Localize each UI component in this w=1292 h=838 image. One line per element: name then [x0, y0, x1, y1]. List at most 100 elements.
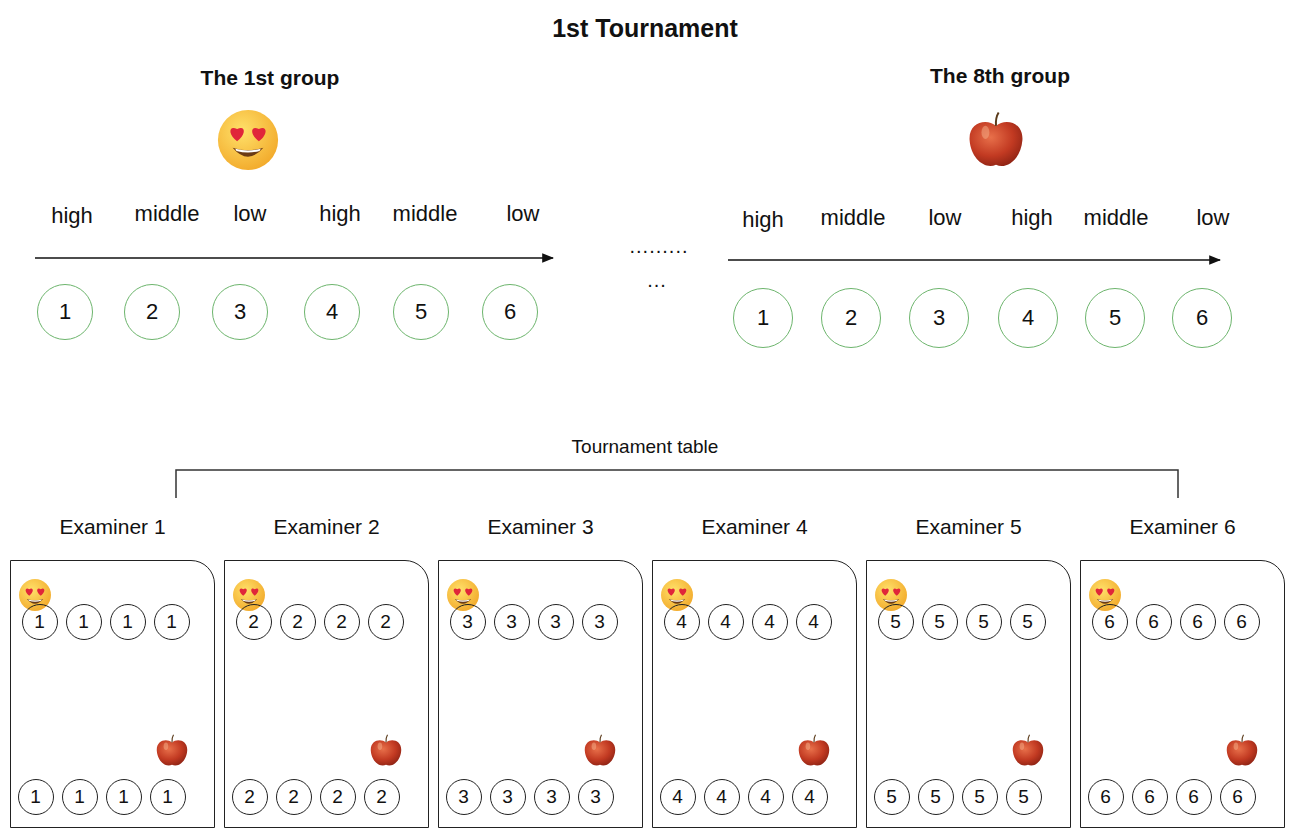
- participant-circle: 5: [966, 604, 1002, 640]
- participant-circle: 4: [664, 604, 700, 640]
- participant-number: 4: [716, 786, 727, 808]
- participant-circle: 3: [582, 604, 618, 640]
- participant-circle: 4: [660, 779, 696, 815]
- participant-number: 5: [974, 786, 985, 808]
- participant-number: 5: [1018, 786, 1029, 808]
- student-circle: 1: [733, 288, 793, 348]
- participant-number: 5: [978, 611, 989, 633]
- participant-circle: 3: [538, 604, 574, 640]
- participant-number: 1: [122, 611, 133, 633]
- participant-number: 1: [162, 786, 173, 808]
- participant-number: 3: [590, 786, 601, 808]
- student-number: 2: [845, 305, 857, 331]
- participant-number: 4: [720, 611, 731, 633]
- participant-circle: 2: [232, 779, 268, 815]
- student-number: 1: [59, 299, 71, 325]
- student-circle: 6: [1172, 288, 1232, 348]
- participant-circle: 2: [324, 604, 360, 640]
- participant-number: 2: [332, 786, 343, 808]
- participant-number: 5: [934, 611, 945, 633]
- group-apple: [970, 113, 1023, 166]
- level-label: middle: [821, 205, 886, 231]
- bracket-label: Tournament table: [572, 436, 719, 458]
- participant-circle: 5: [1006, 779, 1042, 815]
- examiner-label: Examiner 6: [1129, 515, 1235, 539]
- participant-circle: 5: [918, 779, 954, 815]
- participant-circle: 3: [490, 779, 526, 815]
- participant-number: 6: [1148, 611, 1159, 633]
- participant-number: 6: [1188, 786, 1199, 808]
- group-emoji: [218, 110, 278, 170]
- participant-number: 1: [78, 611, 89, 633]
- student-number: 3: [234, 299, 246, 325]
- participant-number: 6: [1236, 611, 1247, 633]
- examiner-box: Examiner 333333333: [438, 560, 643, 828]
- participant-circle: 2: [364, 779, 400, 815]
- participant-circle: 6: [1132, 779, 1168, 815]
- table-bracket: [176, 470, 1178, 498]
- participant-circle: 3: [534, 779, 570, 815]
- student-number: 2: [146, 299, 158, 325]
- participant-circle: 2: [320, 779, 356, 815]
- level-label: low: [506, 201, 539, 227]
- participant-circle: 4: [752, 604, 788, 640]
- examiner-box: Examiner 222222222: [224, 560, 429, 828]
- order-arrow: [728, 259, 1220, 261]
- participant-circle: 2: [368, 604, 404, 640]
- participant-number: 5: [1022, 611, 1033, 633]
- level-label: high: [319, 201, 361, 227]
- student-circle: 3: [212, 284, 268, 340]
- participant-number: 2: [292, 611, 303, 633]
- level-label: high: [51, 203, 93, 229]
- student-circle: 2: [124, 284, 180, 340]
- participant-number: 2: [336, 611, 347, 633]
- participant-circle: 4: [792, 779, 828, 815]
- examiner-box: Examiner 666666666: [1080, 560, 1285, 828]
- level-label: low: [1196, 205, 1229, 231]
- participant-circle: 2: [280, 604, 316, 640]
- participant-number: 1: [34, 611, 45, 633]
- participant-number: 3: [458, 786, 469, 808]
- examiner-label: Examiner 5: [915, 515, 1021, 539]
- participant-circle: 5: [922, 604, 958, 640]
- participant-circle: 1: [22, 604, 58, 640]
- level-label: middle: [135, 201, 200, 227]
- title: 1st Tournament: [552, 14, 738, 43]
- participant-circle: 5: [874, 779, 910, 815]
- participant-circle: 3: [578, 779, 614, 815]
- participant-number: 4: [760, 786, 771, 808]
- participant-circle: 1: [18, 779, 54, 815]
- participant-circle: 3: [446, 779, 482, 815]
- participant-number: 6: [1232, 786, 1243, 808]
- student-circle: 1: [37, 284, 93, 340]
- participant-circle: 2: [236, 604, 272, 640]
- student-number: 6: [504, 299, 516, 325]
- level-label: low: [928, 205, 961, 231]
- participant-number: 6: [1192, 611, 1203, 633]
- participant-number: 4: [804, 786, 815, 808]
- order-arrow: [35, 257, 553, 259]
- student-number: 4: [326, 299, 338, 325]
- participant-number: 6: [1144, 786, 1155, 808]
- group-title: The 1st group: [201, 66, 340, 90]
- participant-circle: 6: [1220, 779, 1256, 815]
- student-number: 4: [1022, 305, 1034, 331]
- student-number: 5: [1109, 305, 1121, 331]
- level-label: middle: [393, 201, 458, 227]
- level-label: high: [742, 207, 784, 233]
- examiner-label: Examiner 3: [487, 515, 593, 539]
- participant-circle: 1: [106, 779, 142, 815]
- participant-number: 2: [244, 786, 255, 808]
- student-circle: 6: [482, 284, 538, 340]
- participant-number: 5: [886, 786, 897, 808]
- participant-circle: 4: [704, 779, 740, 815]
- participant-circle: 4: [748, 779, 784, 815]
- examiner-label: Examiner 4: [701, 515, 807, 539]
- participant-circle: 6: [1176, 779, 1212, 815]
- participant-number: 6: [1104, 611, 1115, 633]
- participant-number: 4: [676, 611, 687, 633]
- level-label: low: [233, 201, 266, 227]
- level-label: high: [1011, 205, 1053, 231]
- participant-number: 4: [808, 611, 819, 633]
